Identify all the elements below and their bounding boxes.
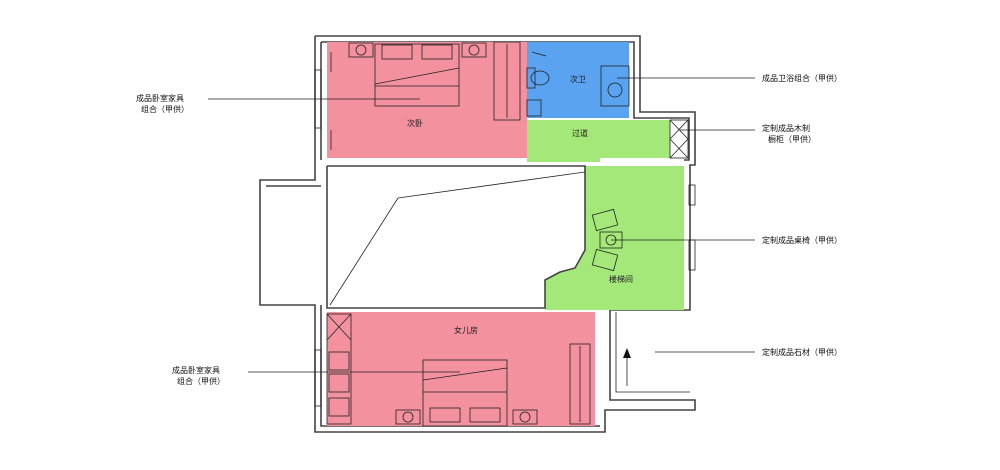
bed-bottom <box>422 359 508 427</box>
toilet-tank <box>526 67 536 89</box>
lamp-3 <box>402 411 414 423</box>
bed-bottom-fold <box>422 367 508 381</box>
seat-2 <box>328 373 350 393</box>
cabinet-x4 <box>669 138 689 159</box>
chair-2 <box>591 248 619 272</box>
callout-bedroom-bottom-line1: 成品卧室家具 <box>172 365 220 375</box>
chair-1 <box>591 208 619 232</box>
bottom-bedroom-furniture <box>314 313 591 427</box>
room-label-second-bedroom: 次卧 <box>407 118 423 128</box>
sink-basin <box>607 82 623 98</box>
callout-cabinet-line2: 橱柜（甲供） <box>768 134 816 144</box>
daughter-room-fill <box>327 312 595 426</box>
void-diagonal-left <box>329 197 399 306</box>
room-label-stair-room: 楼梯间 <box>609 274 633 284</box>
room-label-daughter-room: 女儿房 <box>454 325 478 335</box>
seat-1 <box>328 351 350 371</box>
hall-cabinet <box>669 119 689 159</box>
callout-bath-set: 成品卫浴组合（甲供） <box>762 73 842 83</box>
toilet-bowl <box>530 70 550 86</box>
staircase <box>615 312 690 393</box>
shower-tray <box>526 99 542 117</box>
wardrobe-bottom-right <box>569 343 591 425</box>
bottom-left-window <box>314 349 322 407</box>
bed-top-fold <box>374 67 460 85</box>
nightstand-2 <box>461 42 487 58</box>
nightstand-3 <box>395 409 421 425</box>
void-opening <box>326 165 586 309</box>
wardrobe-bl-x2 <box>326 313 352 341</box>
bed-top <box>374 43 460 107</box>
nightstand-4 <box>512 409 538 425</box>
pillow-1 <box>381 44 413 60</box>
room-label-hall: 过道 <box>572 128 588 138</box>
lamp-4 <box>519 411 531 423</box>
lamp-2 <box>468 44 480 56</box>
void-diagonal-top <box>397 171 586 199</box>
leader-lines <box>208 77 755 373</box>
callout-bedroom-top-line1: 成品卧室家具 <box>136 93 184 103</box>
pillow-2 <box>421 44 453 60</box>
outer-wall <box>259 35 696 433</box>
seat-3 <box>328 397 350 417</box>
callout-cabinet-line1: 定制成品木制 <box>762 123 810 133</box>
stair-steps <box>615 312 690 393</box>
wardrobe-bottom-left <box>326 313 352 425</box>
vanity <box>600 65 630 107</box>
callout-bedroom-top-line2: 组合（甲供） <box>141 104 189 114</box>
pillow-3 <box>429 407 461 423</box>
second-bath-fill <box>527 42 629 118</box>
second-bedroom-fill <box>327 42 527 158</box>
cabinet-box <box>669 119 689 159</box>
void-outline <box>326 165 586 309</box>
lamp-1 <box>355 44 367 56</box>
callout-stone: 定制成品石材（甲供） <box>762 347 842 357</box>
stair-room-fill <box>545 166 684 310</box>
nightstand-1 <box>348 42 374 58</box>
cabinet-x2 <box>669 119 689 140</box>
bath-fixtures <box>526 51 630 117</box>
wardrobe-top <box>493 41 521 121</box>
pillow-4 <box>469 407 501 423</box>
hall-fill <box>527 120 670 162</box>
callout-bedroom-bottom-line2: 组合（甲供） <box>177 376 225 386</box>
shower-spray <box>531 51 547 57</box>
callout-chairs: 定制成品桌椅（甲供） <box>762 235 842 245</box>
stair-arrow <box>623 348 631 358</box>
right-window-1 <box>688 184 696 206</box>
room-label-second-bath: 次卫 <box>570 74 586 84</box>
